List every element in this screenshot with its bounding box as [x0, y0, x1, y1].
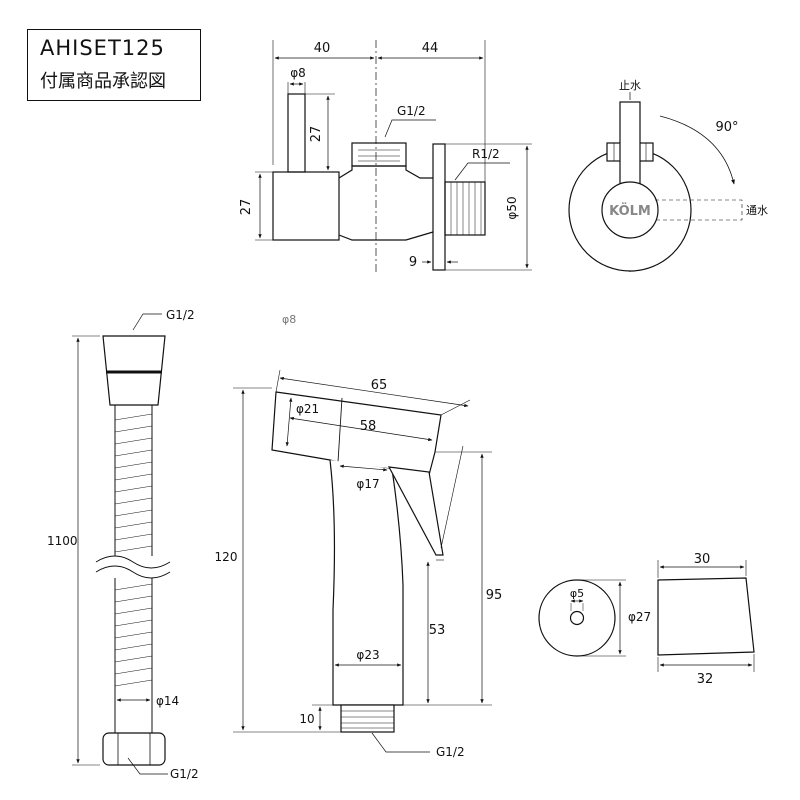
- brand-logo: KÖLM: [609, 203, 651, 219]
- dim-body-height: 27: [239, 199, 254, 216]
- handle-front-view: [568, 92, 743, 272]
- valve-side-view: [255, 40, 532, 272]
- dim-thread-height: 10: [299, 712, 314, 726]
- dim-holder-diameter: φ27: [628, 610, 651, 624]
- product-code: AHISET125: [40, 36, 165, 60]
- dim-hole-diameter: φ5: [570, 587, 584, 600]
- dim-rotation: 90°: [715, 120, 738, 135]
- dim-head-length: 58: [360, 419, 377, 434]
- sprayer-drawing: [233, 369, 492, 753]
- label-valve-outlet-thread: R1/2: [472, 147, 500, 161]
- dim-holder-top-width: 30: [694, 552, 711, 567]
- dim-trigger-height: 95: [486, 588, 503, 603]
- dim-holder-bottom-width: 32: [697, 672, 714, 687]
- holder-drawing: [538, 560, 755, 672]
- label-open: 通水: [746, 204, 768, 217]
- sprayer-labels: φ8 65 φ21 58 φ17 120 95 53 φ23 10 G1/2: [215, 313, 503, 759]
- dim-stem-diameter: φ8: [290, 66, 306, 80]
- label-valve-top-thread: G1/2: [397, 104, 426, 118]
- dim-lever-height: 53: [429, 623, 446, 638]
- label-faded: φ8: [282, 313, 296, 326]
- handle-labels: 止水 通水 90° KÖLM: [609, 79, 768, 219]
- drawing-title: 付属商品承認図: [40, 71, 166, 92]
- dim-flange-diameter: φ50: [505, 196, 519, 219]
- dim-sprayer-length: 65: [371, 378, 388, 393]
- label-sprayer-thread: G1/2: [436, 745, 465, 759]
- dim-stem-height: 27: [309, 126, 324, 143]
- dim-sprayer-height: 120: [215, 550, 238, 564]
- dim-valve-right-width: 44: [422, 41, 439, 56]
- dim-head-diameter: φ21: [296, 402, 319, 416]
- title-block: AHISET125 付属商品承認図: [27, 29, 201, 101]
- label-hose-bottom-thread: G1/2: [170, 767, 199, 781]
- label-hose-top-thread: G1/2: [166, 308, 195, 322]
- holder-labels: φ5 φ27 30 32: [570, 552, 713, 687]
- dim-hose-length: 1100: [47, 534, 78, 548]
- dim-neck-diameter: φ17: [356, 477, 379, 491]
- hose-labels: G1/2 1100 φ14 G1/2: [47, 308, 199, 781]
- label-closed: 止水: [619, 79, 641, 92]
- valve-dimension-labels: 40 44 φ8 27 27 G1/2 R1/2 φ50 9: [239, 41, 519, 270]
- dim-hose-diameter: φ14: [156, 694, 179, 708]
- dim-valve-left-width: 40: [314, 41, 331, 56]
- dim-grip-diameter: φ23: [356, 648, 379, 662]
- dim-flange-thickness: 9: [409, 255, 417, 270]
- hose-drawing: [72, 313, 171, 775]
